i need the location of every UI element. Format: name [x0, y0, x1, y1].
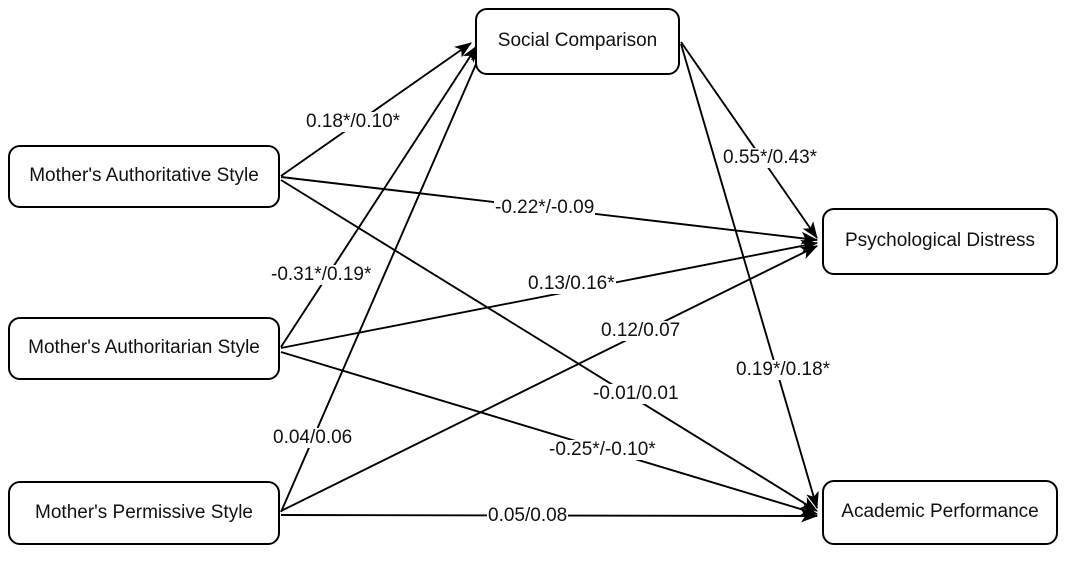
- edge-authoritarian-to-academic: [280, 351, 819, 516]
- edge-authoritative-to-social: [280, 42, 472, 177]
- node-authoritative[interactable]: Mother's Authoritative Style: [8, 145, 280, 208]
- node-academic[interactable]: Academic Performance: [822, 480, 1058, 545]
- edge-label-social-to-distress: 0.55*/0.43*: [722, 147, 819, 168]
- node-distress[interactable]: Psychological Distress: [822, 208, 1058, 275]
- node-label: Mother's Authoritative Style: [29, 165, 259, 187]
- edge-authoritative-to-academic: [280, 179, 818, 512]
- edge-social-to-distress: [680, 41, 818, 239]
- node-label: Psychological Distress: [844, 230, 1036, 252]
- node-label: Social Comparison: [497, 30, 658, 52]
- node-permissive[interactable]: Mother's Permissive Style: [8, 481, 280, 545]
- node-label: Academic Performance: [841, 501, 1039, 523]
- edge-label-authoritarian-to-distress: 0.13/0.16*: [527, 273, 616, 294]
- edge-label-permissive-to-distress: 0.12/0.07: [600, 320, 682, 341]
- edge-label-permissive-to-social: 0.04/0.06: [272, 427, 354, 448]
- edge-label-authoritative-to-academic: -0.25*/-0.10*: [548, 439, 657, 460]
- edge-social-to-academic: [680, 43, 819, 510]
- edge-label-authoritative-to-distress: -0.22*/-0.09: [494, 197, 596, 218]
- node-social[interactable]: Social Comparison: [475, 8, 680, 75]
- node-label: Mother's Authoritarian Style: [28, 337, 260, 359]
- edge-permissive-to-distress: [280, 245, 819, 512]
- edge-label-authoritarian-to-academic: -0.01/0.01: [592, 383, 680, 404]
- node-authoritarian[interactable]: Mother's Authoritarian Style: [8, 317, 280, 380]
- edge-label-authoritative-to-social: 0.18*/0.10*: [305, 111, 402, 132]
- edge-label-permissive-to-academic: 0.05/0.08: [487, 505, 569, 526]
- edge-label-social-to-academic: 0.19*/0.18*: [735, 359, 832, 380]
- edge-authoritarian-to-distress: [280, 239, 819, 349]
- edge-authoritarian-to-social: [280, 45, 478, 348]
- node-label: Mother's Permissive Style: [35, 501, 253, 523]
- edge-label-authoritarian-to-social: -0.31*/0.19*: [270, 264, 373, 285]
